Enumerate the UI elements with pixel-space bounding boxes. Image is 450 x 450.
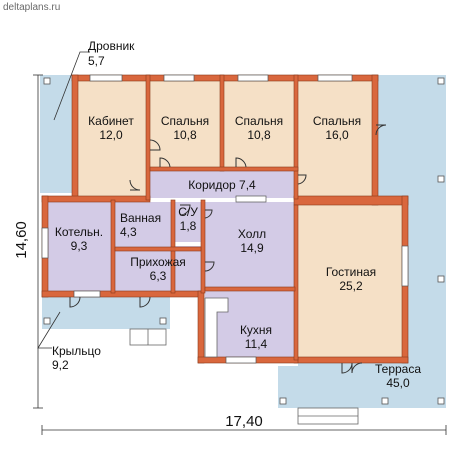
room-area-prihozhaya: 6,3 — [150, 269, 167, 283]
floor-vannaya — [115, 202, 171, 247]
woodshed-area — [40, 75, 72, 193]
room-name-spalnya1: Спальня — [161, 114, 209, 128]
room-name-holl: Холл — [238, 227, 266, 241]
door-su — [204, 209, 213, 219]
room-name-vannaya: Ванная — [120, 211, 161, 225]
door-terrace-1 — [375, 124, 387, 136]
room-area-spalnya3: 16,0 — [325, 128, 349, 142]
door-prihozhaya — [204, 261, 215, 272]
site-watermark: deltaplans.ru — [3, 2, 61, 13]
room-label-koridor: Коридор 7,4 — [188, 178, 256, 192]
room-area-vannaya: 4,3 — [120, 225, 137, 239]
floor-kotelnaya — [48, 202, 111, 291]
doors — [69, 124, 387, 374]
door-vannaya — [179, 204, 191, 216]
terrace-posts — [43, 77, 445, 405]
door-spalnya2 — [235, 157, 247, 168]
door-kotelnaya-out — [69, 296, 81, 308]
floor-gostinaya — [298, 205, 404, 357]
room-area-spalnya2: 10,8 — [247, 128, 271, 142]
room-name-kabinet: Кабинет — [88, 114, 134, 128]
room-area-su: 1,8 — [180, 219, 197, 233]
dimension-lines — [33, 74, 447, 435]
room-name-spalnya3: Спальня — [313, 114, 361, 128]
porch-area — [42, 297, 170, 329]
room-name-drovnik: Дровник — [88, 39, 135, 53]
room-area-holl: 14,9 — [240, 241, 264, 255]
room-labels: Дровник5,7Кабинет12,0Спальня10,8Спальня1… — [52, 39, 421, 390]
door-spalnya1 — [159, 157, 171, 168]
floor-spalnya1 — [150, 81, 220, 167]
kitchen-counter — [204, 297, 229, 358]
door-corridor-hall — [129, 179, 141, 191]
floor-spalnya3 — [298, 81, 376, 196]
floor-spalnya2 — [224, 81, 294, 167]
room-area-terrasa: 45,0 — [386, 376, 410, 390]
door-terrace-3 — [351, 362, 363, 374]
floor-kabinet — [76, 81, 146, 196]
steps — [129, 328, 359, 425]
room-name-su: С/У — [178, 205, 198, 219]
room-name-spalnya2: Спальня — [235, 114, 283, 128]
door-spalnya3 — [297, 174, 307, 185]
room-name-kuhnya: Кухня — [240, 323, 272, 337]
floor-koridor — [150, 171, 294, 198]
room-name-kotelnaya: Котельн. — [55, 225, 103, 239]
room-name-gostinaya: Гостиная — [326, 265, 376, 279]
dim-height: 14,60 — [13, 221, 30, 259]
room-area-spalnya1: 10,8 — [173, 128, 197, 142]
floor-su — [175, 202, 201, 242]
room-area-drovnik: 5,7 — [88, 54, 105, 68]
door-kabinet — [149, 139, 161, 151]
room-area-kotelnaya: 9,3 — [71, 239, 88, 253]
room-area-gostinaya: 25,2 — [339, 279, 363, 293]
leader-lines — [37, 51, 90, 349]
windows — [41, 74, 409, 364]
room-area-kabinet: 12,0 — [99, 128, 123, 142]
room-name-kryltso: Крыльцо — [52, 344, 101, 358]
door-entrance — [139, 296, 151, 308]
room-area-kuhnya: 11,4 — [245, 337, 268, 351]
room-area-kryltso: 9,2 — [52, 358, 69, 372]
room-name-prihozhaya: Прихожая — [130, 255, 186, 269]
dim-width: 17,40 — [225, 413, 263, 430]
room-name-terrasa: Терраса — [375, 362, 421, 376]
